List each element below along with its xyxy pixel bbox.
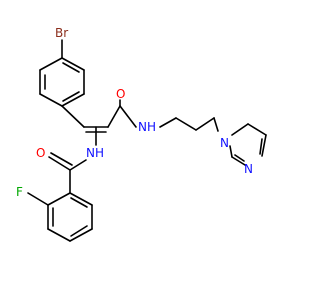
left-carbonyl-double-bond	[48, 152, 73, 171]
bromine-label: Br	[55, 26, 68, 40]
fluorophenyl-ring	[47, 192, 93, 242]
propyl-chain	[159, 117, 219, 132]
oxygen-left-label: O	[36, 146, 45, 160]
aryl-vinyl-bond	[61, 105, 85, 128]
amide-nh-right-label: NH	[138, 120, 156, 134]
imidazole-n1-label: N	[220, 136, 229, 150]
left-nh-carbonyl-bond	[69, 159, 87, 171]
right-carbonyl-n-bond	[119, 105, 137, 128]
amide-nh-left-label: NH	[86, 146, 104, 160]
c-f-bond	[27, 192, 49, 206]
bromophenyl-ring	[39, 57, 85, 107]
imidazole-n3-label: N	[244, 162, 253, 176]
alpha-carbonyl-bond	[107, 105, 121, 128]
chemical-structure: Br O NH NH O F N N	[16, 26, 267, 242]
imidazole-ring	[229, 123, 267, 166]
fluorine-label: F	[16, 185, 23, 199]
oxygen-right-label: O	[116, 87, 125, 101]
